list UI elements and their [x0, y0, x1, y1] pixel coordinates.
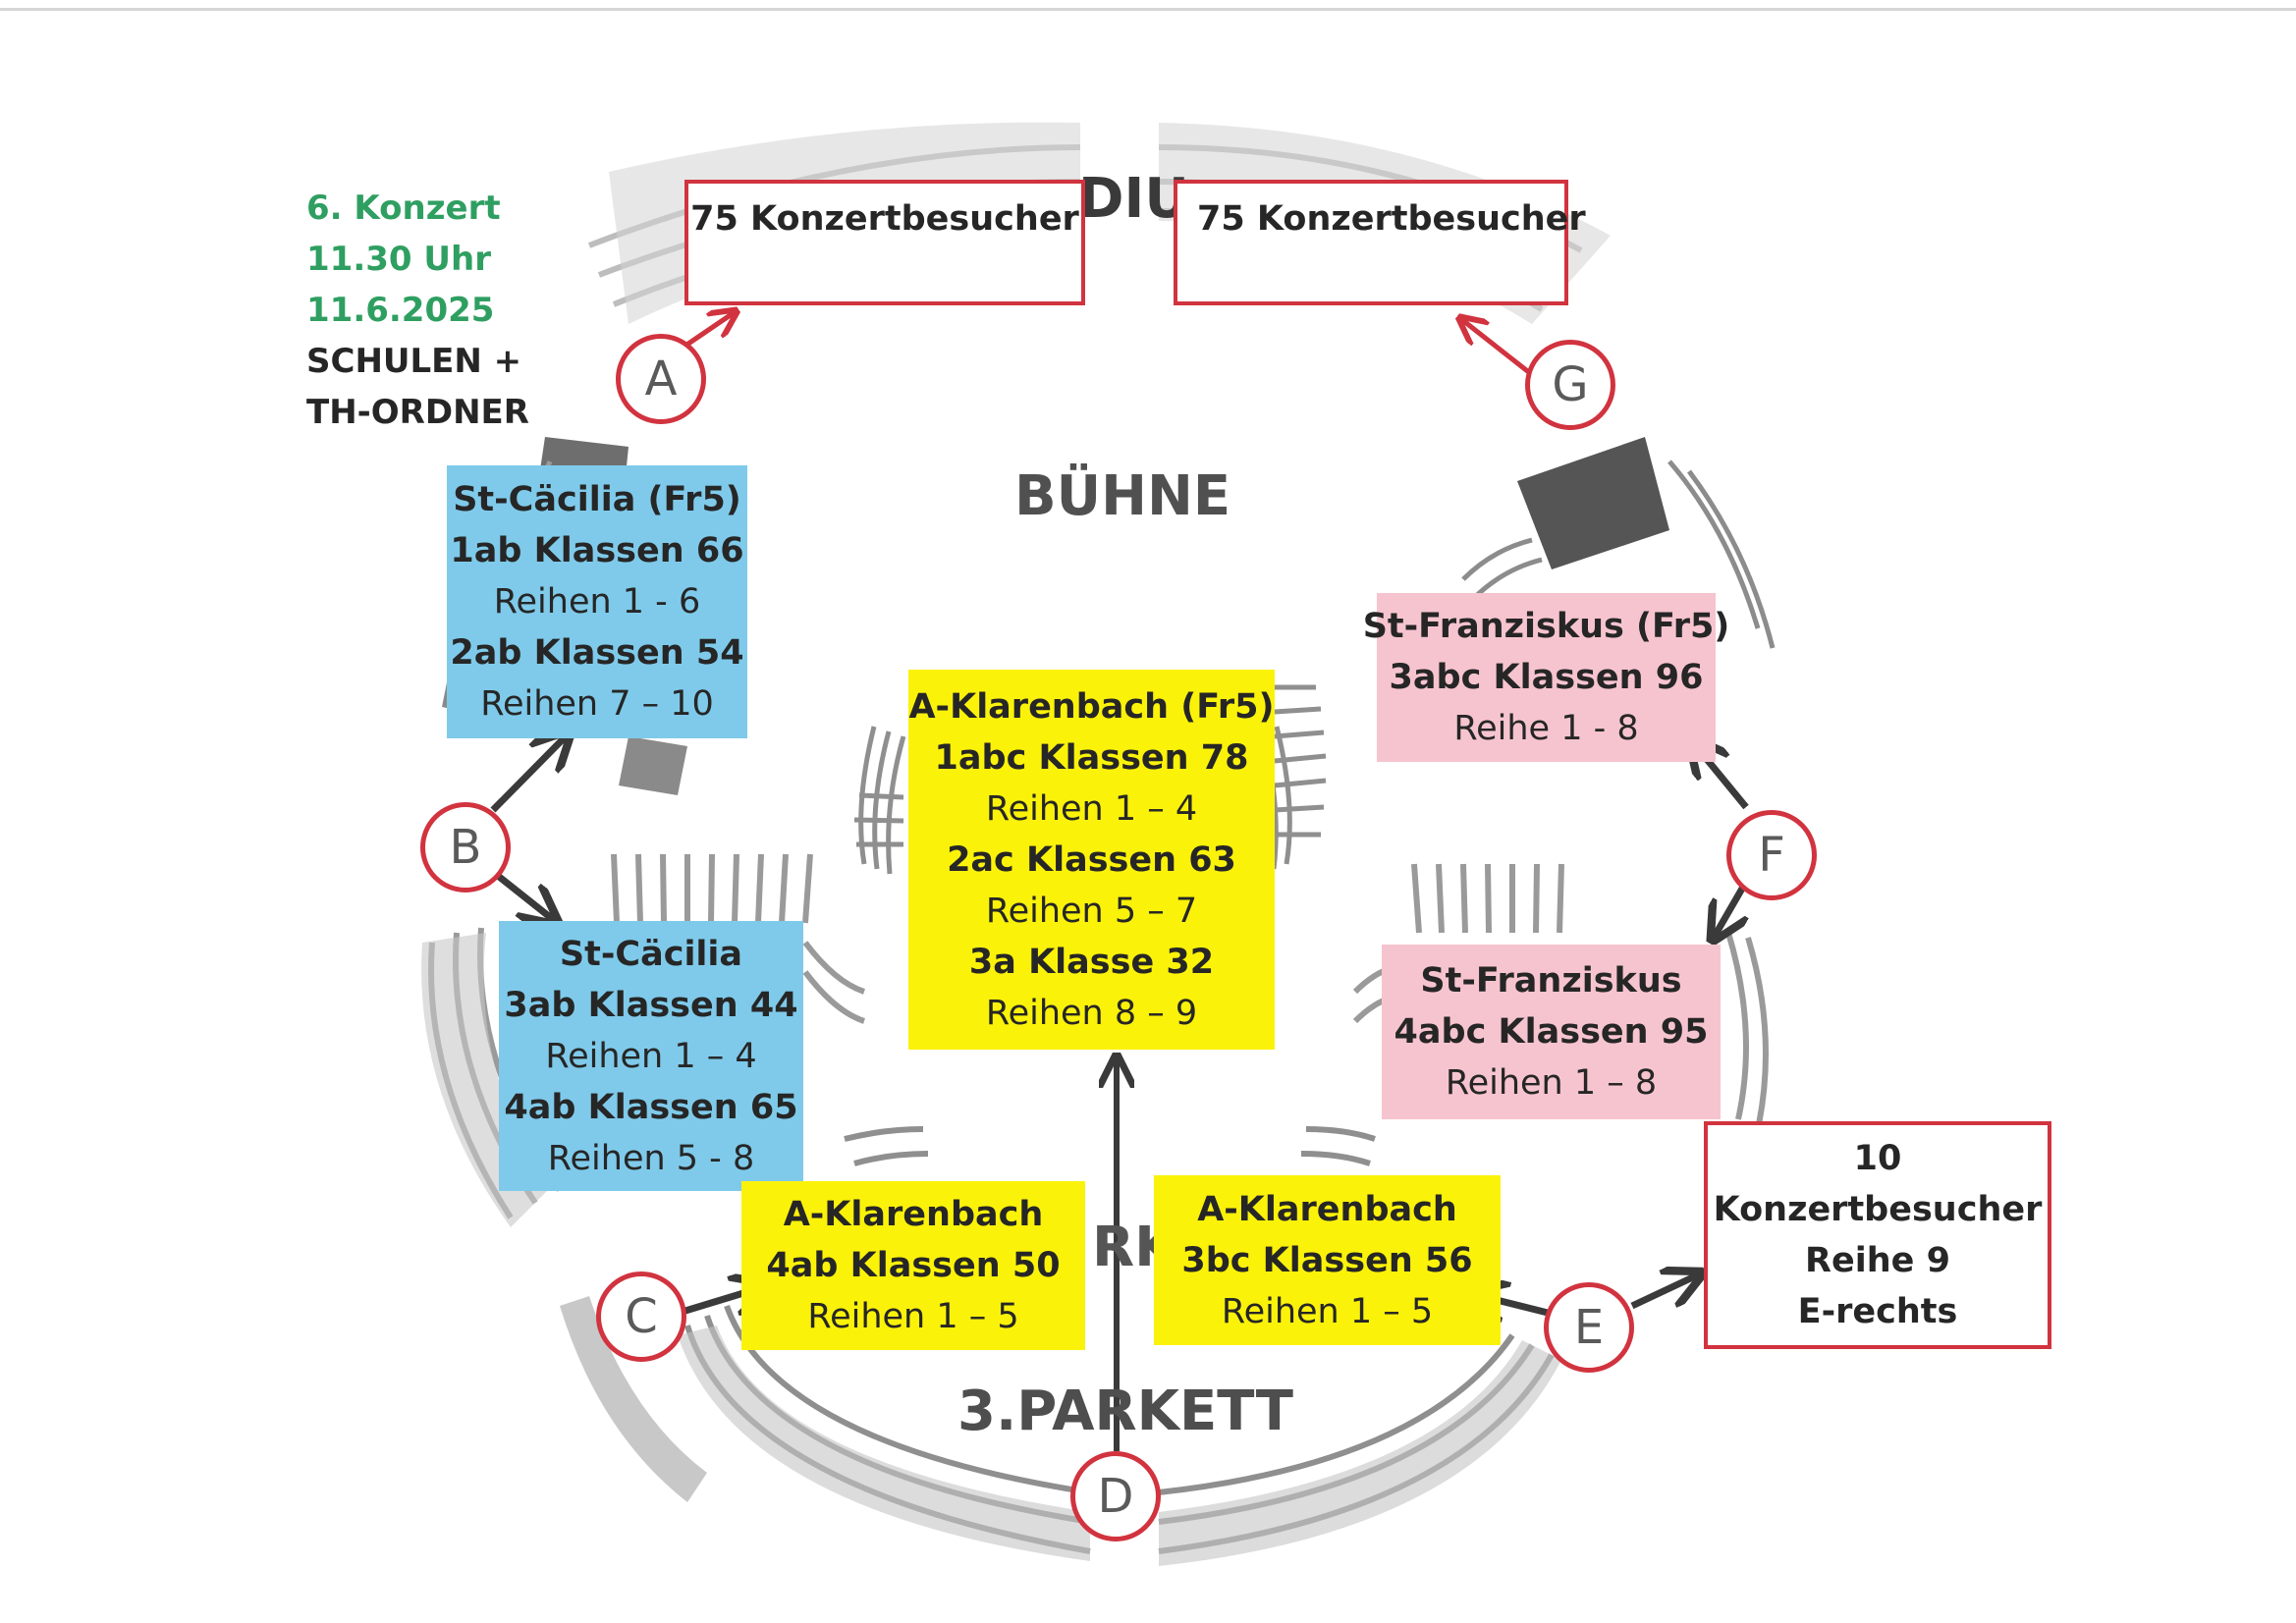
klarenbach-right-rows: Reihen 1 – 5	[1221, 1291, 1434, 1331]
franziskus-upper-rows: Reihe 1 - 8	[1453, 709, 1639, 748]
concert-time: 11.30 Uhr	[306, 240, 491, 279]
klarenbach-center-rows-3: Reihen 8 – 9	[985, 993, 1198, 1033]
cacilia-upper-rows-1: Reihen 1 - 6	[493, 582, 701, 622]
concert-date: 11.6.2025	[306, 291, 495, 330]
e-rechts-side: E-rechts	[1797, 1292, 1958, 1331]
cacilia-upper-school: St-Cäcilia (Fr5)	[453, 480, 741, 519]
marker-G: G	[1525, 340, 1615, 430]
box-cacilia-upper: St-Cäcilia (Fr5) 1ab Klassen 66 Reihen 1…	[447, 465, 747, 738]
klarenbach-right-classes: 3bc Klassen 56	[1181, 1240, 1473, 1280]
marker-B: B	[420, 802, 511, 893]
e-rechts-count: 10	[1853, 1139, 1902, 1178]
marker-F: F	[1726, 810, 1817, 900]
marker-E: E	[1544, 1282, 1634, 1373]
marker-A: A	[616, 334, 706, 424]
audience-line-1: SCHULEN +	[306, 342, 522, 381]
audience-line-2: TH-ORDNER	[306, 393, 529, 432]
klarenbach-center-rows-2: Reihen 5 – 7	[985, 891, 1198, 931]
marker-D: D	[1070, 1451, 1161, 1542]
cacilia-lower-rows-2: Reihen 5 - 8	[547, 1138, 755, 1178]
arrow-F-down	[1714, 880, 1750, 938]
box-klarenbach-right: A-Klarenbach 3bc Klassen 56 Reihen 1 – 5	[1154, 1175, 1501, 1345]
klarenbach-left-school: A-Klarenbach	[783, 1195, 1044, 1234]
arrow-A	[683, 312, 735, 349]
box-klarenbach-left: A-Klarenbach 4ab Klassen 50 Reihen 1 – 5	[741, 1181, 1085, 1350]
franziskus-lower-school: St-Franziskus	[1420, 961, 1682, 1001]
box-klarenbach-center: A-Klarenbach (Fr5) 1abc Klassen 78 Reihe…	[908, 670, 1275, 1050]
e-rechts-row: Reihe 9	[1805, 1241, 1950, 1280]
cacilia-lower-rows-1: Reihen 1 – 4	[545, 1036, 757, 1076]
franziskus-upper-school: St-Franziskus (Fr5)	[1362, 607, 1730, 646]
scan-edge	[0, 8, 2296, 11]
klarenbach-center-classes-1: 1abc Klassen 78	[934, 737, 1249, 778]
box-cacilia-lower: St-Cäcilia 3ab Klassen 44 Reihen 1 – 4 4…	[499, 921, 803, 1191]
klarenbach-center-classes-3: 3a Klasse 32	[968, 942, 1215, 982]
arrow-G	[1461, 319, 1532, 375]
cacilia-upper-classes-1: 1ab Klassen 66	[450, 531, 744, 570]
concert-number: 6. Konzert	[306, 189, 501, 228]
franziskus-lower-classes: 4abc Klassen 95	[1394, 1012, 1709, 1052]
box-top-left: 75 Konzertbesucher	[684, 180, 1085, 305]
podium-label: DIU	[1078, 167, 1189, 231]
parkett-fill-right	[1159, 1340, 1561, 1566]
box-top-right-text: 75 Konzertbesucher	[1197, 199, 1586, 239]
right-gallery-rows	[1461, 460, 1776, 649]
parkett-side-fill	[560, 1296, 707, 1502]
concert-info: 6. Konzert 11.30 Uhr 11.6.2025 SCHULEN +…	[306, 183, 529, 438]
franziskus-lower-rows: Reihen 1 – 8	[1445, 1063, 1658, 1103]
klarenbach-right-school: A-Klarenbach	[1197, 1189, 1457, 1229]
klarenbach-center-school: A-Klarenbach (Fr5)	[908, 686, 1275, 727]
right-lower-rows	[1352, 863, 1769, 1130]
arrow-E-right	[1630, 1274, 1699, 1310]
cacilia-upper-classes-2: 2ab Klassen 54	[450, 633, 744, 673]
parkett-fill	[678, 1325, 1090, 1561]
stage-label: BÜHNE	[1014, 464, 1231, 528]
klarenbach-left-rows: Reihen 1 – 5	[807, 1297, 1019, 1336]
klarenbach-left-classes: 4ab Klassen 50	[766, 1246, 1061, 1285]
cacilia-lower-school: St-Cäcilia	[559, 934, 743, 974]
franziskus-upper-classes: 3abc Klassen 96	[1389, 658, 1704, 697]
klarenbach-center-classes-2: 2ac Klassen 63	[947, 839, 1236, 880]
e-rechts-visitors: Konzertbesucher	[1713, 1190, 2043, 1229]
cacilia-lower-classes-1: 3ab Klassen 44	[504, 985, 798, 1025]
cacilia-lower-classes-2: 4ab Klassen 65	[504, 1087, 798, 1127]
box-top-right: 75 Konzertbesucher	[1174, 180, 1586, 305]
parkett-label: 3.PARKETT	[957, 1380, 1293, 1443]
marker-C: C	[596, 1271, 686, 1362]
arrow-B-up	[490, 734, 568, 813]
box-e-rechts: 10 Konzertbesucher Reihe 9 E-rechts	[1704, 1121, 2051, 1349]
arrow-B-down	[490, 869, 555, 921]
cacilia-upper-rows-2: Reihen 7 – 10	[480, 684, 714, 724]
box-top-left-text: 75 Konzertbesucher	[690, 199, 1079, 239]
box-franziskus-upper: St-Franziskus (Fr5) 3abc Klassen 96 Reih…	[1363, 593, 1729, 762]
box-franziskus-lower: St-Franziskus 4abc Klassen 95 Reihen 1 –…	[1382, 945, 1721, 1119]
klarenbach-center-rows-1: Reihen 1 – 4	[985, 788, 1198, 829]
